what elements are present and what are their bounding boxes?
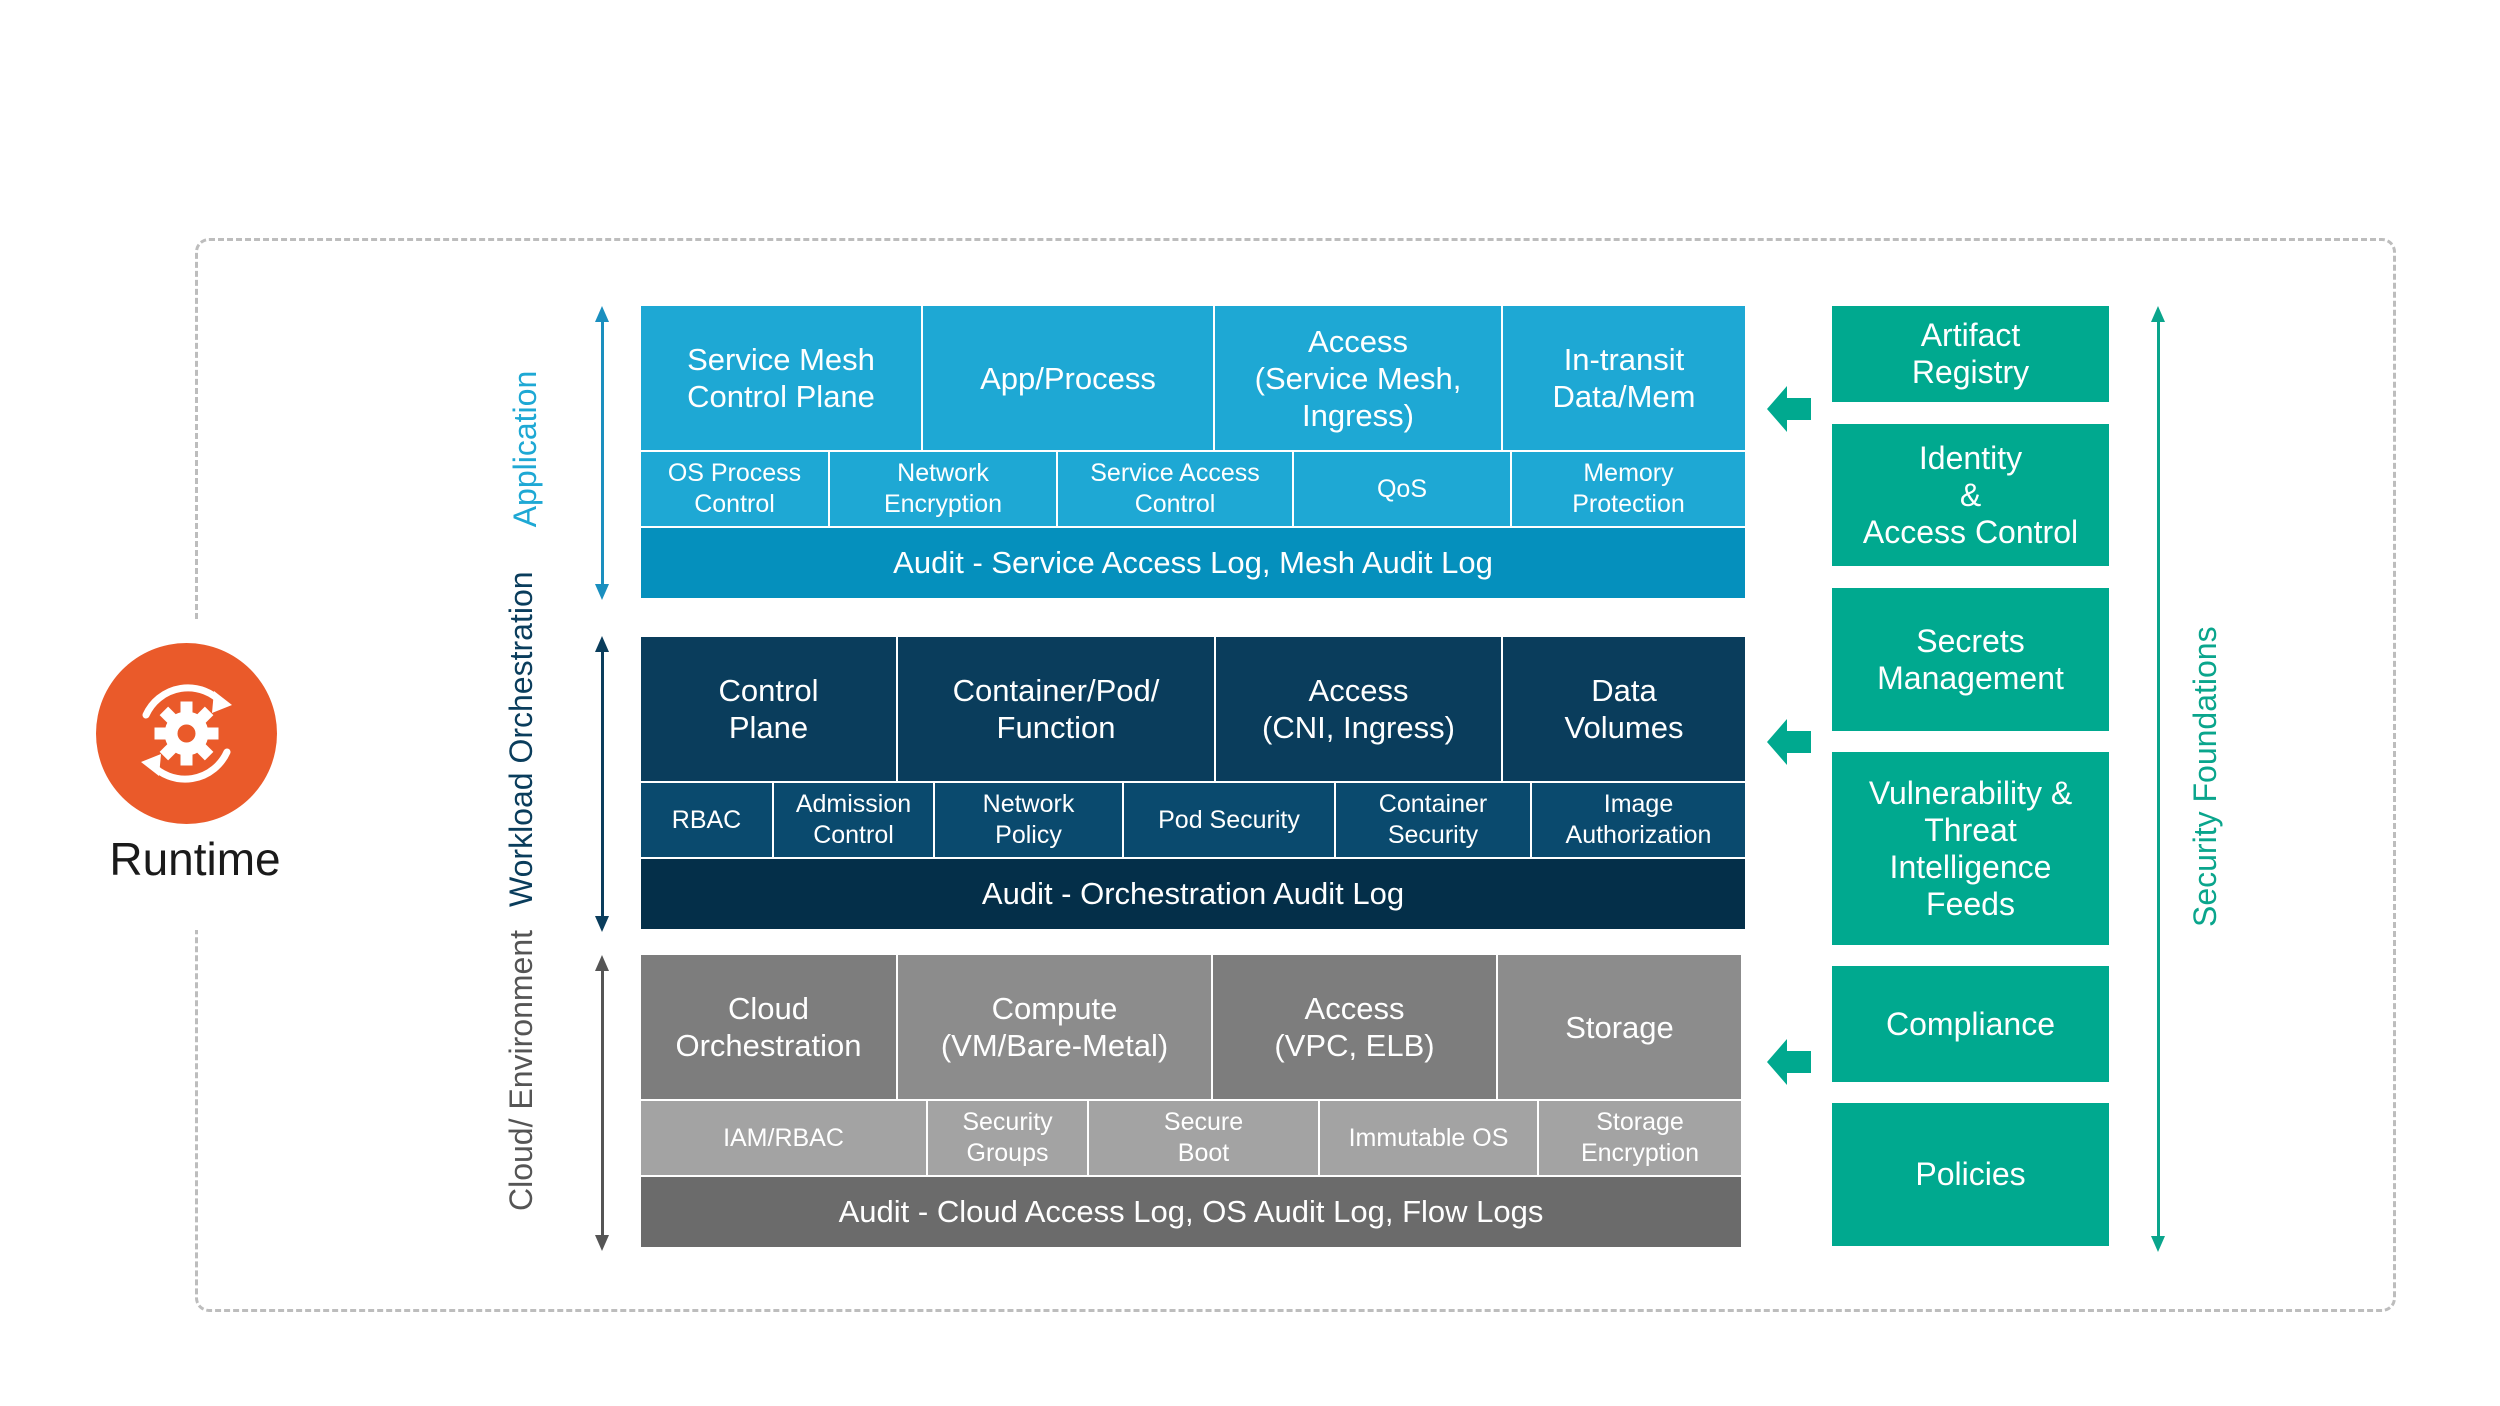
arrow-left-icon <box>1767 719 1811 765</box>
app-audit: Audit - Service Access Log, Mesh Audit L… <box>641 526 1745 598</box>
app-sub-1: OS Process Control <box>641 450 830 526</box>
workload-cell-4: Data Volumes <box>1503 637 1745 781</box>
cloud-sub-2: Security Groups <box>928 1099 1089 1175</box>
cloud-sub-5: Storage Encryption <box>1539 1099 1741 1175</box>
security-arrow-up <box>2151 306 2165 322</box>
app-cell-1: Service Mesh Control Plane <box>641 306 923 450</box>
app-cell-4: In-transit Data/Mem <box>1503 306 1745 450</box>
application-arrow-up <box>595 306 609 322</box>
layer-label-workload: Workload Orchestration <box>503 571 539 907</box>
security-arrow-down <box>2151 1236 2165 1252</box>
workload-arrow-down <box>595 916 609 932</box>
workload-sub-6: Image Authorization <box>1532 781 1745 857</box>
cloud-cell-3: Access (VPC, ELB) <box>1213 955 1498 1099</box>
workload-cell-2: Container/Pod/ Function <box>898 637 1216 781</box>
arrow-left-icon <box>1767 1039 1811 1085</box>
cloud-sub-4: Immutable OS <box>1320 1099 1539 1175</box>
security-vulnerability: Vulnerability & Threat Intelligence Feed… <box>1832 752 2109 945</box>
workload-cell-1: Control Plane <box>641 637 898 781</box>
security-policies: Policies <box>1832 1103 2109 1246</box>
workload-cell-3: Access (CNI, Ingress) <box>1216 637 1503 781</box>
workload-sub-5: Container Security <box>1336 781 1532 857</box>
app-sub-3: Service Access Control <box>1058 450 1294 526</box>
layer-label-application: Application <box>507 370 543 528</box>
security-foundations-label: Security Foundations <box>2187 626 2223 927</box>
cloud-cell-2: Compute (VM/Bare-Metal) <box>898 955 1213 1099</box>
workload-arrow-up <box>595 636 609 652</box>
cloud-arrow-up <box>595 955 609 971</box>
cloud-range-line <box>601 967 604 1241</box>
app-sub-5: Memory Protection <box>1512 450 1745 526</box>
app-cell-2: App/Process <box>923 306 1215 450</box>
cloud-cell-4: Storage <box>1498 955 1741 1099</box>
cloud-sub-3: Secure Boot <box>1089 1099 1320 1175</box>
workload-sub-1: RBAC <box>641 781 774 857</box>
workload-range-line <box>601 648 604 922</box>
arrow-left-icon <box>1767 386 1811 432</box>
security-secrets: Secrets Management <box>1832 588 2109 731</box>
app-cell-3: Access (Service Mesh, Ingress) <box>1215 306 1503 450</box>
application-arrow-down <box>595 584 609 600</box>
security-compliance: Compliance <box>1832 966 2109 1082</box>
application-range-line <box>601 318 604 590</box>
layer-label-cloud: Cloud/ Environment <box>503 929 539 1211</box>
runtime-label: Runtime <box>109 833 281 885</box>
app-sub-2: Network Encryption <box>830 450 1058 526</box>
cloud-audit: Audit - Cloud Access Log, OS Audit Log, … <box>641 1175 1741 1247</box>
workload-sub-4: Pod Security <box>1124 781 1336 857</box>
cloud-sub-1: IAM/RBAC <box>641 1099 928 1175</box>
cloud-arrow-down <box>595 1235 609 1251</box>
workload-audit: Audit - Orchestration Audit Log <box>641 857 1745 929</box>
runtime-gear-icon <box>96 643 277 824</box>
workload-sub-2: Admission Control <box>774 781 935 857</box>
security-artifact-registry: Artifact Registry <box>1832 306 2109 402</box>
security-identity-access: Identity & Access Control <box>1832 424 2109 566</box>
security-range-line <box>2157 318 2160 1242</box>
workload-sub-3: Network Policy <box>935 781 1124 857</box>
app-sub-4: QoS <box>1294 450 1512 526</box>
cloud-cell-1: Cloud Orchestration <box>641 955 898 1099</box>
